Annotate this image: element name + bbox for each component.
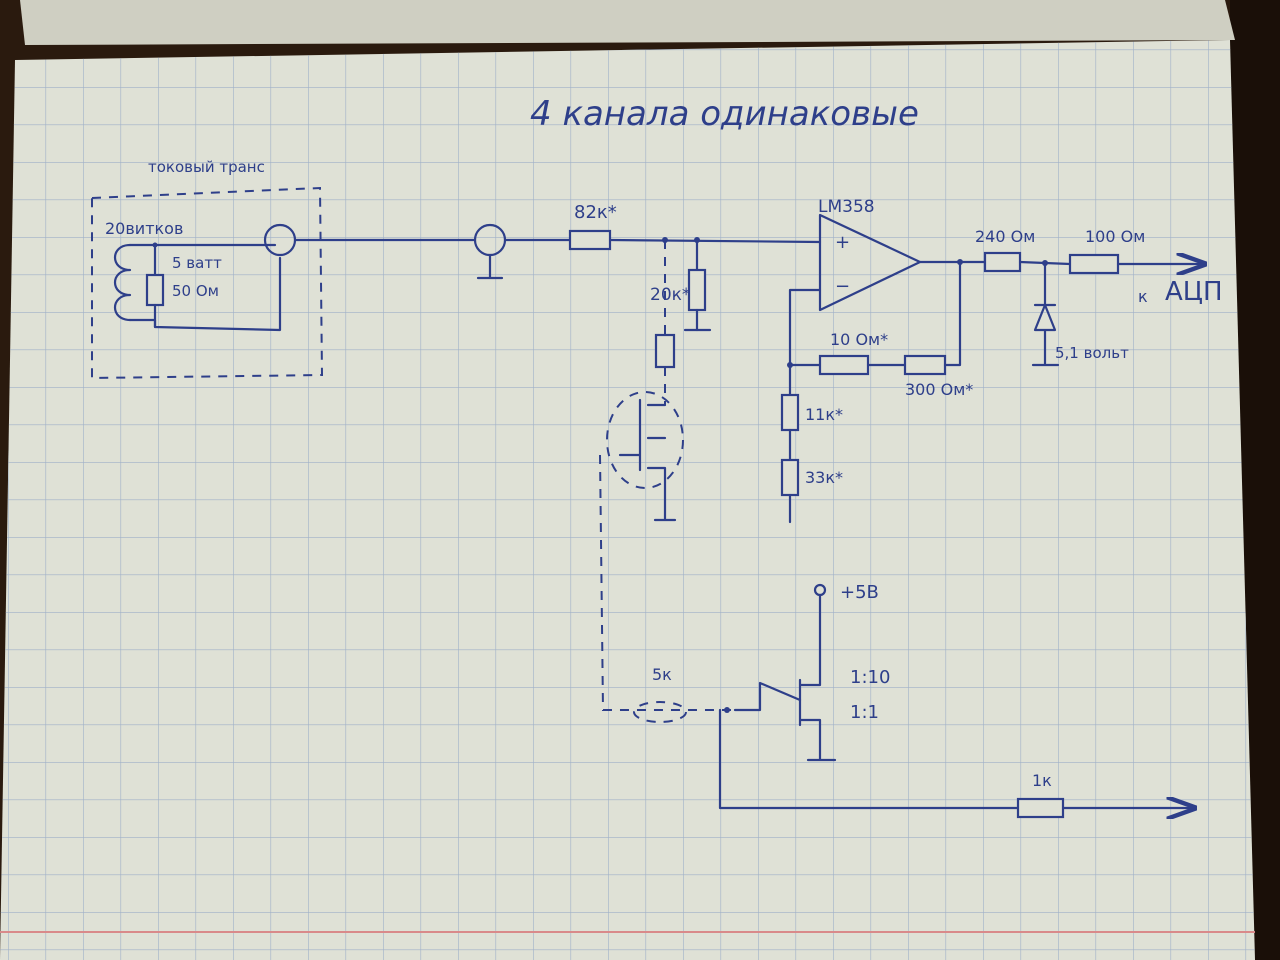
resistor-240-ohm-label: 240 Ом: [975, 227, 1035, 246]
zener-diode: [1031, 261, 1060, 367]
resistor-20k: [687, 268, 707, 312]
resistor-10-ohm-label: 10 Ом*: [830, 330, 888, 349]
resistor-1k: [1016, 797, 1065, 819]
opamp-label: LM358: [818, 197, 875, 217]
mosfet-optional: [606, 391, 684, 489]
page-title: 4 канала одинаковые: [530, 94, 919, 134]
turns-label: 20витков: [105, 219, 183, 238]
ratio-bottom-label: 1:1: [850, 702, 879, 723]
coil-symbol: [114, 243, 132, 322]
resistor-33k-label: 33к*: [805, 468, 843, 487]
resistor-100-ohm: [1068, 253, 1120, 275]
resistor-100-ohm-label: 100 Ом: [1085, 227, 1145, 246]
resistor-82k: [568, 229, 612, 251]
resistor-11k: [780, 393, 800, 432]
resistor-300-ohm-label: 300 Ом*: [905, 380, 973, 399]
transformer-label: токовый транс: [148, 158, 265, 176]
page-edge-behind: [20, 0, 1235, 45]
resistor-20k-label: 20к*: [650, 285, 690, 305]
resistor-optional: [654, 333, 676, 369]
burden-value-label: 50 Ом: [172, 282, 219, 300]
resistor-10-ohm: [818, 354, 870, 376]
resistor-5k-optional: [633, 701, 687, 723]
supply-label: +5В: [840, 582, 879, 603]
ratio-top-label: 1:10: [850, 667, 890, 688]
opamp-lm358: LM358 + −: [818, 197, 922, 312]
zener-label: 5,1 вольт: [1055, 344, 1129, 362]
resistor-82k-label: 82к*: [574, 202, 617, 223]
burden-power-label: 5 ватт: [172, 254, 222, 272]
opamp-plus: +: [835, 232, 850, 253]
adc-label: АЦП: [1165, 277, 1223, 307]
adc-prefix-label: к: [1138, 287, 1148, 306]
resistor-300-ohm: [903, 354, 947, 376]
burden-resistor: [145, 273, 165, 307]
resistor-5k-label: 5к: [652, 665, 672, 684]
resistor-240-ohm: [983, 251, 1022, 273]
opamp-minus: −: [835, 276, 850, 297]
resistor-33k: [780, 458, 800, 497]
resistor-1k-label: 1к: [1032, 771, 1052, 790]
resistor-11k-label: 11к*: [805, 405, 843, 424]
current-transformer-block: токовый транс 20витков 5 ватт 50 Ом: [91, 158, 324, 380]
